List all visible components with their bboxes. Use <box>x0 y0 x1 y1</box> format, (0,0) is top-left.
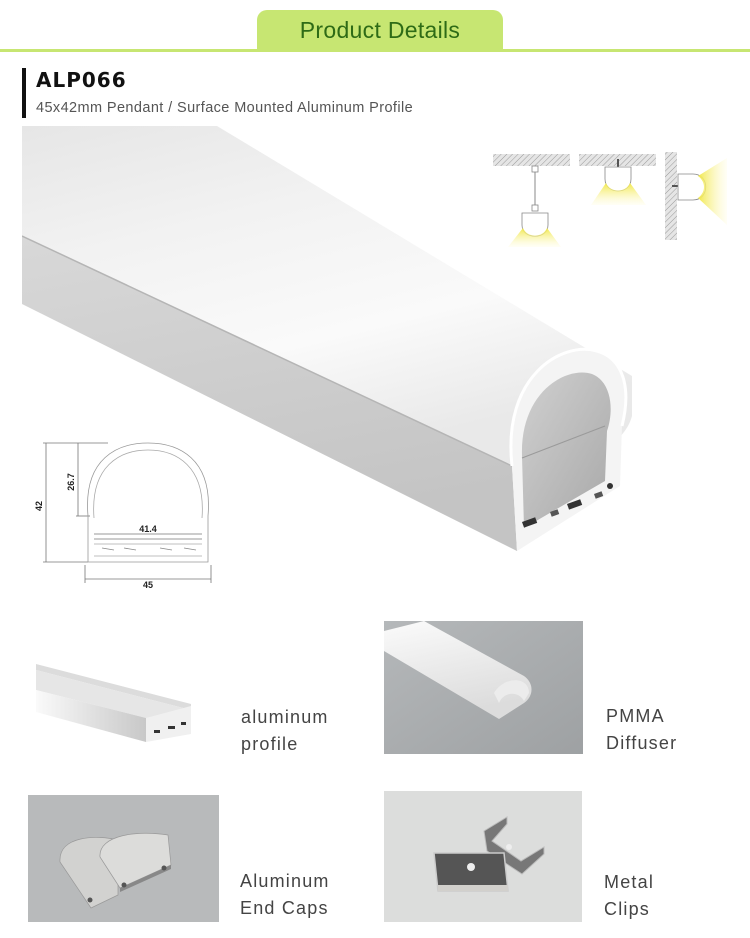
end-caps-photo <box>28 795 219 922</box>
wall-mount-icon <box>665 152 727 240</box>
product-model: ALP066 <box>36 68 127 92</box>
dim-height: 42 <box>34 501 44 511</box>
dim-inner-width: 41.4 <box>139 524 157 534</box>
accessory-line2: profile <box>241 734 299 754</box>
accessory-label-aluminum-profile: aluminum profile <box>241 704 329 758</box>
main-product-image <box>22 126 632 551</box>
aluminum-profile-photo <box>36 664 191 742</box>
accessory-label-end-caps: Aluminum End Caps <box>240 868 330 922</box>
ceiling-mount-icon <box>579 154 656 205</box>
accessory-line1: Aluminum <box>240 871 330 891</box>
pendant-mount-icon <box>493 154 570 247</box>
accessory-label-metal-clips: Metal Clips <box>604 869 654 923</box>
accessory-label-diffuser: PMMA Diffuser <box>606 703 677 757</box>
accessory-line1: Metal <box>604 872 655 892</box>
accessory-line2: Clips <box>604 899 651 919</box>
technical-drawing: 42 26.7 41.4 45 <box>34 442 212 590</box>
section-tab-label: Product Details <box>299 17 461 43</box>
metal-clips-photo <box>384 791 582 922</box>
section-tab: Product Details <box>257 10 503 51</box>
accessory-line1: aluminum <box>241 707 329 727</box>
accessory-line2: Diffuser <box>606 733 678 753</box>
accessory-line2: End Caps <box>240 898 329 918</box>
dim-width: 45 <box>143 580 153 590</box>
diffuser-photo <box>384 621 583 754</box>
title-accent-bar <box>22 68 26 118</box>
accessory-line1: PMMA <box>606 706 665 726</box>
mounting-options <box>493 152 727 247</box>
product-subtitle: 45x42mm Pendant / Surface Mounted Alumin… <box>36 100 414 116</box>
dim-diffuser-height: 26.7 <box>66 473 76 491</box>
